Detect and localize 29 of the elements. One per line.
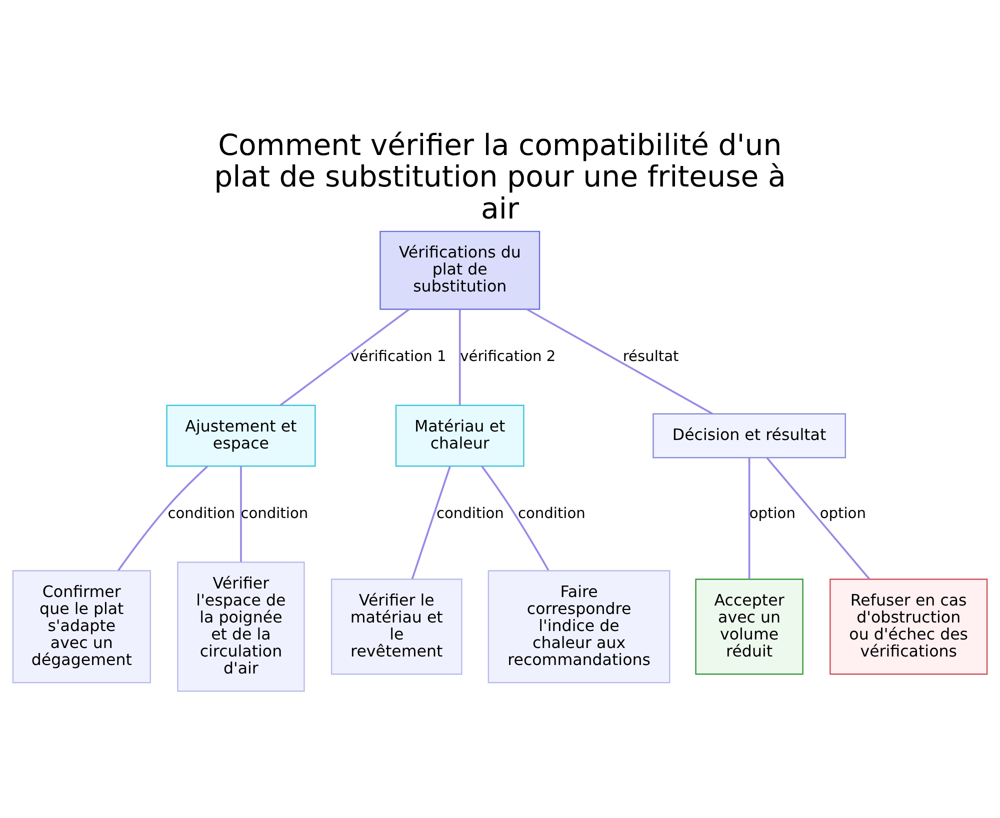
edge-label: condition	[518, 504, 586, 522]
connector	[458, 309, 461, 406]
node-box: Refuser en cas d'obstruction ou d'échec des vérifications	[830, 578, 988, 675]
node-box: Ajustement et espace	[166, 404, 316, 467]
node-box: Vérifier l'espace de la poignée et de la circulation d'air	[177, 562, 305, 692]
connector	[481, 466, 550, 571]
connector	[280, 308, 410, 406]
node-box: Matériau et chaleur	[395, 404, 524, 467]
node-box: Vérifier le matériau et le revêtement	[330, 578, 462, 675]
node-box: Décision et résultat	[652, 413, 846, 458]
edge-label: option	[749, 504, 796, 522]
edge-label: condition	[436, 504, 504, 522]
connector	[411, 466, 451, 580]
edge-label: vérification 2	[460, 348, 556, 366]
connector	[118, 466, 208, 571]
diagram-title: Comment vérifier la compatibilité d'un plat de substitution pour une friteuse à air	[214, 128, 786, 226]
edge-label: condition	[240, 504, 308, 522]
node-box: Vérifications du plat de substitution	[380, 230, 540, 310]
connector	[526, 308, 714, 415]
node-box: Accepter avec un volume réduit	[695, 578, 804, 675]
edge-label: résultat	[622, 348, 679, 366]
edge-label: condition	[168, 504, 236, 522]
connector	[766, 457, 870, 580]
node-box: Faire correspondre l'indice de chaleur aux recommandations	[488, 570, 670, 684]
connector	[748, 458, 750, 579]
edge-label: vérification 1	[350, 348, 446, 366]
edge-label: option	[820, 504, 866, 522]
node-box: Confirmer que le plat s'adapte avec un dégagement	[12, 570, 151, 684]
connector	[240, 466, 242, 562]
